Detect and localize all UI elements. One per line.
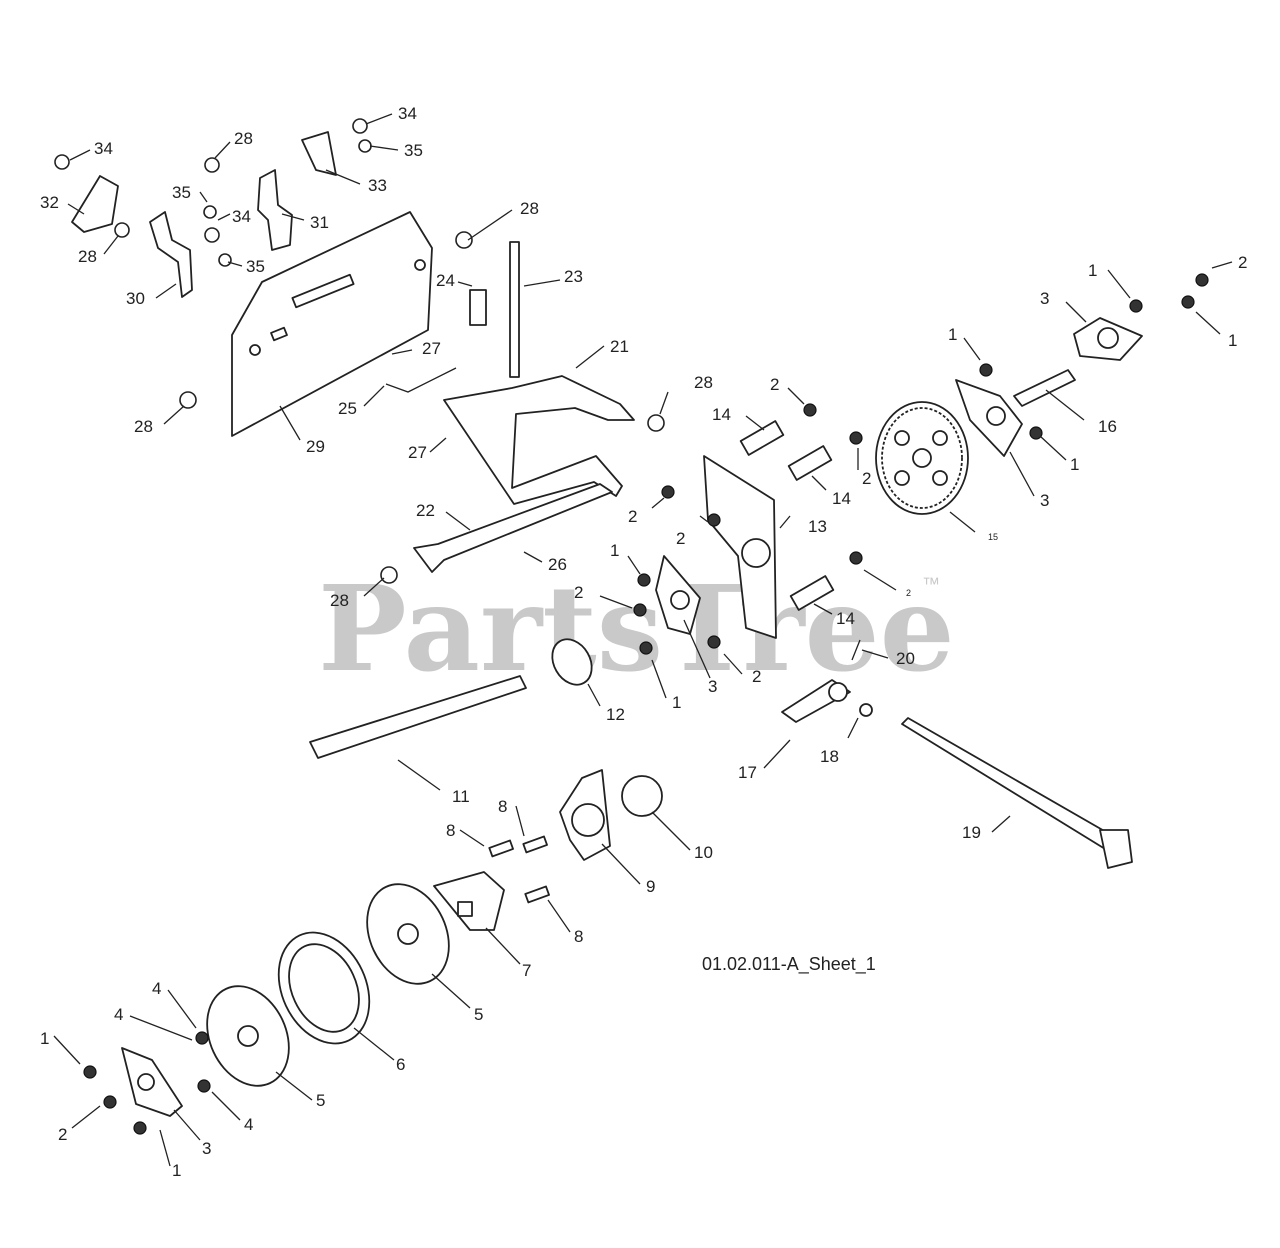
callout-14: 14 — [836, 609, 855, 628]
callout-13: 13 — [808, 517, 827, 536]
mounting-plate-part-29 — [231, 211, 433, 437]
callout-1: 1 — [948, 325, 957, 344]
callout-15: 15 — [988, 532, 998, 542]
callout-11: 11 — [452, 787, 470, 806]
callout-1: 1 — [1228, 331, 1237, 350]
callout-10: 10 — [694, 843, 713, 862]
callout-1: 1 — [610, 541, 619, 560]
callout-2: 2 — [574, 583, 583, 602]
callout-8: 8 — [574, 927, 583, 946]
callout-35: 35 — [172, 183, 191, 202]
rod-part-19 — [901, 717, 1121, 853]
callout-14: 14 — [832, 489, 851, 508]
callout-28: 28 — [78, 247, 97, 266]
callout-3: 3 — [202, 1139, 211, 1158]
callout-12: 12 — [606, 705, 625, 724]
callout-31: 31 — [310, 213, 329, 232]
callout-24: 24 — [436, 271, 455, 290]
bracket-part-31 — [257, 169, 293, 251]
callout-28: 28 — [694, 373, 713, 392]
callout-32: 32 — [40, 193, 59, 212]
hub-part-7 — [433, 871, 505, 931]
callout-16: 16 — [1098, 417, 1117, 436]
callout-30: 30 — [126, 289, 145, 308]
callout-1: 1 — [40, 1029, 49, 1048]
callout-27: 27 — [408, 443, 427, 462]
callout-3: 3 — [708, 677, 717, 696]
leader-lines — [53, 113, 1233, 1167]
callout-28: 28 — [234, 129, 253, 148]
callout-2: 2 — [752, 667, 761, 686]
bracket-part-21 — [443, 375, 635, 505]
callout-18: 18 — [820, 747, 839, 766]
shaft-part-11 — [309, 675, 527, 759]
callout-2: 2 — [906, 588, 911, 598]
callout-35: 35 — [246, 257, 265, 276]
plate-part-32 — [71, 175, 119, 233]
watermark-text: PartsTree — [318, 559, 955, 698]
sheet-label: 01.02.011-A_Sheet_1 — [702, 954, 876, 975]
callout-34: 34 — [232, 207, 251, 226]
callout-7: 7 — [522, 961, 531, 980]
callout-28: 28 — [520, 199, 539, 218]
spring-part-24 — [469, 289, 487, 326]
callout-17: 17 — [738, 763, 757, 782]
callout-22: 22 — [416, 501, 435, 520]
callout-33: 33 — [368, 176, 387, 195]
callout-2: 2 — [862, 469, 871, 488]
callout-labels: 34 34 34 35 35 35 32 28 28 28 28 28 28 3… — [40, 104, 1247, 1180]
watermark-trademark: ™ — [922, 574, 940, 594]
callout-34: 34 — [94, 139, 113, 158]
callout-4: 4 — [114, 1005, 123, 1024]
callout-6: 6 — [396, 1055, 405, 1074]
callout-19: 19 — [962, 823, 981, 842]
callout-8: 8 — [446, 821, 455, 840]
callout-2: 2 — [1238, 253, 1247, 272]
callout-3: 3 — [1040, 289, 1049, 308]
callout-1: 1 — [1070, 455, 1079, 474]
callout-20: 20 — [896, 649, 915, 668]
washer-part-18 — [859, 703, 873, 717]
retaining-ring-part-10 — [621, 775, 663, 817]
callout-1: 1 — [1088, 261, 1097, 280]
plate-part-33 — [301, 131, 337, 176]
callout-2: 2 — [676, 529, 685, 548]
link-part-25 — [385, 367, 457, 393]
callout-28: 28 — [330, 591, 349, 610]
callout-34: 34 — [398, 104, 417, 123]
callout-5: 5 — [474, 1005, 483, 1024]
rod-part-23 — [509, 241, 520, 378]
callout-29: 29 — [306, 437, 325, 456]
callout-35: 35 — [404, 141, 423, 160]
callout-1: 1 — [672, 693, 681, 712]
callout-21: 21 — [610, 337, 629, 356]
pinion-part-12 — [551, 638, 593, 686]
callout-28: 28 — [134, 417, 153, 436]
callout-14: 14 — [712, 405, 731, 424]
callout-8: 8 — [498, 797, 507, 816]
callout-23: 23 — [564, 267, 583, 286]
callout-1: 1 — [172, 1161, 181, 1180]
callout-26: 26 — [548, 555, 567, 574]
shaft-part-16 — [1013, 369, 1076, 407]
parts-artwork — [54, 118, 1209, 1135]
callout-4: 4 — [244, 1115, 253, 1134]
callout-25: 25 — [338, 399, 357, 418]
callout-2: 2 — [770, 375, 779, 394]
callout-3: 3 — [1040, 491, 1049, 510]
arm-part-22 — [413, 483, 613, 573]
bracket-part-30 — [149, 211, 193, 298]
callout-4: 4 — [152, 979, 161, 998]
callout-2: 2 — [628, 507, 637, 526]
callout-5: 5 — [316, 1091, 325, 1110]
callout-9: 9 — [646, 877, 655, 896]
callout-2: 2 — [58, 1125, 67, 1144]
callout-27: 27 — [422, 339, 441, 358]
